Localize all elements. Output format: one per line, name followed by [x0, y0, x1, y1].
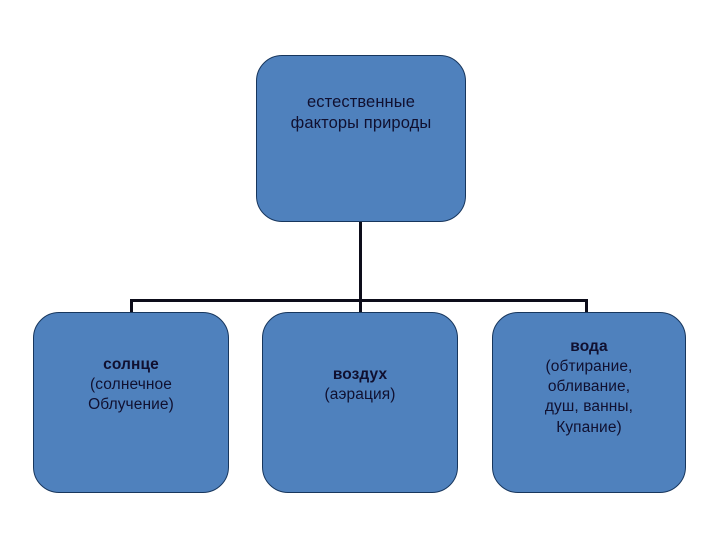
connector-drop-to-air	[359, 299, 362, 313]
connector-drop-to-water	[585, 299, 588, 313]
node-child-water[interactable]: вода (обтирание, обливание, душ, ванны, …	[492, 312, 686, 493]
node-water-line-4: Купание)	[556, 418, 622, 436]
node-root-line-1: естественные	[307, 93, 415, 111]
node-child-sun[interactable]: солнце (солнечное Облучение)	[33, 312, 229, 493]
node-water-line-2: обливание,	[547, 378, 631, 396]
connector-drop-to-sun	[130, 299, 133, 313]
node-sun-line-1: (солнечное	[90, 376, 172, 394]
node-water-line-1: (обтирание,	[545, 358, 633, 376]
node-root-natural-factors[interactable]: естественные факторы природы	[256, 55, 466, 222]
node-water-line-3: душ, ванны,	[544, 398, 634, 416]
node-water-title: вода	[570, 338, 608, 355]
node-sun-line-2: Облучение)	[88, 396, 174, 414]
connector-root-to-bar	[359, 222, 362, 301]
node-root-line-2: факторы природы	[290, 114, 432, 133]
node-sun-title: солнце	[103, 356, 159, 373]
node-child-air[interactable]: воздух (аэрация)	[262, 312, 458, 493]
node-air-line-1: (аэрация)	[324, 386, 396, 404]
node-air-title: воздух	[332, 366, 388, 383]
